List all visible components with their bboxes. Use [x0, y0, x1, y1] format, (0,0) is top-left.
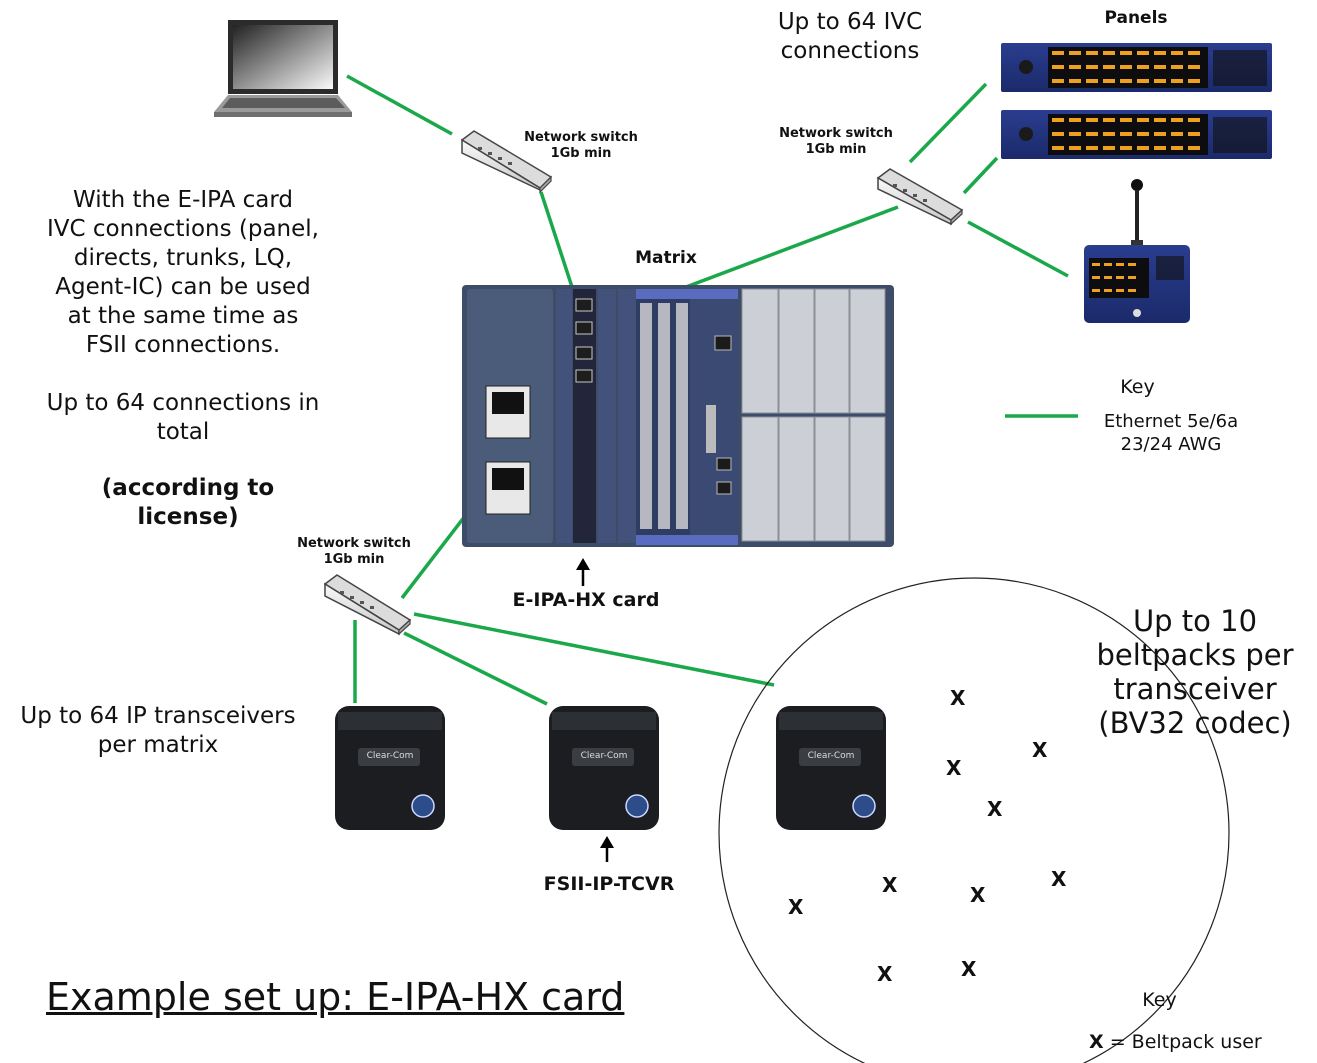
beltpack-mark: X	[877, 962, 893, 986]
desk-panel-icon	[1084, 179, 1190, 323]
key-title: Key	[1120, 376, 1155, 398]
key-beltpack-entry: X = Beltpack user	[1089, 1031, 1262, 1053]
link-switch-panel-1	[908, 82, 988, 164]
switch-label: Network switch 1Gb min	[524, 130, 638, 161]
transceiver-icon	[549, 706, 659, 830]
beltpack-mark: X	[946, 756, 962, 780]
key-beltpack-symbol: X	[1089, 1031, 1104, 1053]
beltpack-mark: X	[1032, 738, 1048, 762]
diagram-title: Example set up: E-IPA-HX card	[46, 975, 625, 1019]
beltpack-mark: X	[961, 957, 977, 981]
transceiver-brand: Clear-Com	[366, 751, 414, 761]
panel-icon	[1001, 110, 1272, 159]
beltpack-mark: X	[1051, 867, 1067, 891]
network-switch-icon	[460, 130, 553, 194]
transceiver-brand: Clear-Com	[807, 751, 855, 761]
beltpack-mark: X	[950, 686, 966, 710]
transceiver-label: FSII-IP-TCVR	[543, 873, 675, 895]
link-switch-tcvr-3	[413, 612, 775, 687]
transceiver-arrow-icon	[600, 836, 614, 862]
transceivers-note: Up to 64 IP transceivers per matrix	[20, 703, 296, 758]
key-beltpack-text: = Beltpack user	[1103, 1031, 1262, 1053]
transceiver-icon	[776, 706, 886, 830]
switch-label: Network switch 1Gb min	[779, 126, 893, 157]
matrix-icon	[462, 285, 894, 547]
beltpack-mark: X	[970, 883, 986, 907]
link-laptop-switch	[346, 74, 453, 136]
link-switch-tcvr-2	[403, 631, 548, 706]
beltpack-mark: X	[987, 797, 1003, 821]
laptop-icon	[214, 20, 352, 117]
coverage-circle	[718, 577, 1230, 1063]
card-label: E-IPA-HX card	[512, 589, 660, 611]
transceiver-brand: Clear-Com	[580, 751, 628, 761]
beltpack-mark: X	[788, 895, 804, 919]
panels-label: Panels	[1104, 8, 1168, 28]
link-switch-beltpanel	[967, 220, 1069, 278]
ivc-note: Up to 64 IVC connections	[777, 9, 923, 64]
key-title: Key	[1142, 989, 1177, 1011]
beltpack-mark: X	[882, 873, 898, 897]
matrix-label: Matrix	[635, 248, 697, 268]
network-switch-icon	[323, 574, 412, 636]
network-switch-icon	[876, 168, 964, 226]
beltpack-note: Up to 10 beltpacks per transceiver (BV32…	[1096, 604, 1294, 740]
left-note-license: (according to license)	[101, 475, 275, 530]
panel-icon	[1001, 43, 1272, 92]
transceiver-icon	[335, 706, 445, 830]
left-note: With the E-IPA card IVC connections (pan…	[46, 187, 320, 445]
link-switch-panel-2	[962, 156, 999, 195]
card-arrow-icon	[576, 558, 590, 586]
link-switch-matrix	[539, 191, 575, 291]
key-ethernet-label: Ethernet 5e/6a 23/24 AWG	[1103, 411, 1239, 455]
switch-label: Network switch 1Gb min	[297, 536, 411, 567]
